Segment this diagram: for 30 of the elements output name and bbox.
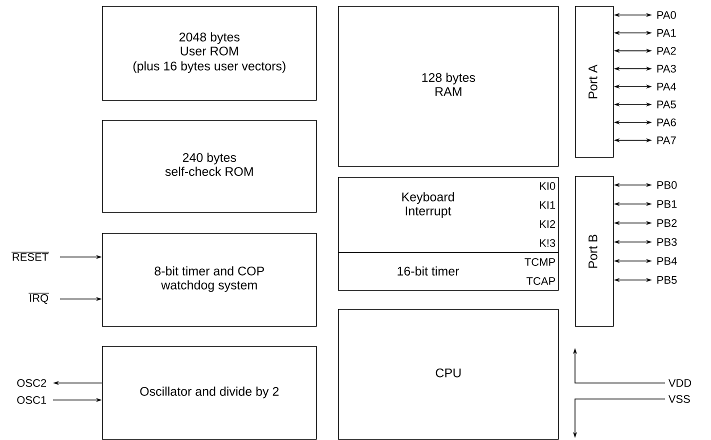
signal-name: VDD: [668, 379, 692, 387]
block-box: Keyboard Interrupt KI0 KI1 KI2 K!3: [338, 177, 559, 253]
port-box: Port B: [575, 176, 614, 327]
signal-name: OSC2: [17, 379, 46, 387]
block-box: CPU: [338, 309, 559, 440]
block-box: 2048 bytes User ROM (plus 16 bytes user vectors): [102, 6, 317, 101]
signal-name: PB1: [657, 200, 677, 208]
signal-name: VSS: [668, 395, 690, 403]
signal-name-overline: IRQ: [28, 292, 50, 304]
block-box: 8-bit timer and COP watchdog system: [102, 233, 317, 327]
signal-name: PA7: [657, 136, 676, 144]
signal-name: PA0: [657, 11, 676, 19]
signal-name: PA6: [657, 118, 676, 126]
block-box: 128 bytes RAM: [338, 6, 559, 167]
signal-name: PA1: [657, 29, 676, 37]
signal-name: OSC1: [17, 396, 46, 404]
block-box: Oscillator and divide by 2: [102, 346, 317, 440]
signal-name: PA3: [657, 64, 676, 73]
signal-name: PA2: [657, 46, 676, 55]
signal-name: PB3: [657, 238, 677, 246]
signal-name: PA5: [657, 100, 676, 108]
signal-name: PB5: [657, 276, 677, 284]
signal-name: PA4: [657, 82, 676, 90]
block-box: 240 bytes self-check ROM: [102, 120, 317, 213]
signal-name: PB4: [657, 257, 677, 265]
signal-name: PB0: [657, 181, 677, 189]
port-box: Port A: [575, 6, 614, 158]
signal-name-overline: RESET: [11, 252, 50, 261]
signal-name: PB2: [657, 219, 677, 227]
block-box: 16-bit timer TCMP TCAP: [338, 252, 559, 291]
